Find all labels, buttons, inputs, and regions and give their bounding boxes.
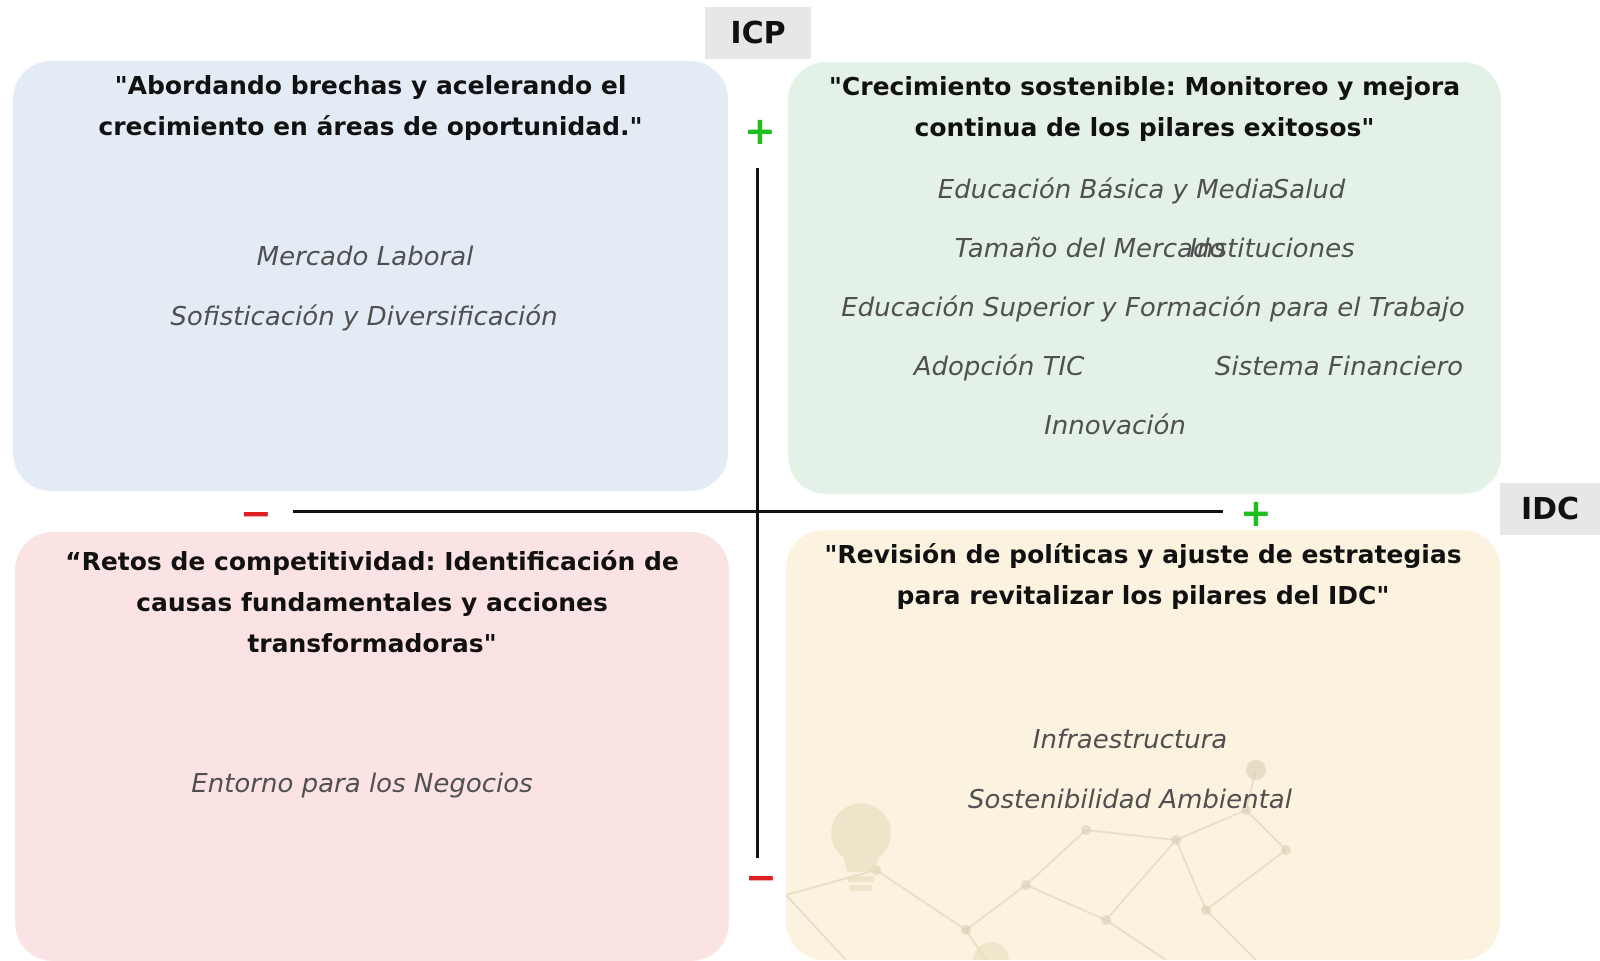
pillar-educacion-basica-media: Educación Básica y Media — [937, 175, 1275, 205]
vertical-axis-label: ICP — [705, 7, 811, 59]
quadrant-top-right: "Crecimiento sostenible: Monitoreo y mej… — [788, 62, 1501, 494]
pillar-adopcion-tic: Adopción TIC — [913, 352, 1085, 382]
quadrant-bottom-left: “Retos de competitividad: Identificación… — [15, 532, 729, 961]
lightbulb-network-icon — [786, 760, 1291, 960]
horizontal-axis-minus-sign: − — [240, 491, 272, 535]
horizontal-axis-plus-sign: + — [1240, 491, 1272, 535]
pillar-entorno-negocios: Entorno para los Negocios — [191, 769, 533, 799]
pillar-tamano-mercado: Tamaño del Mercado — [954, 234, 1226, 264]
vertical-axis-line — [756, 168, 759, 858]
quadrant-bottom-right: "Revisión de políticas y ajuste de estra… — [786, 530, 1500, 960]
pillar-salud: Salud — [1272, 175, 1346, 205]
horizontal-axis-line — [293, 510, 1223, 513]
quadrant-bottom-left-title: “Retos de competitividad: Identificación… — [65, 547, 679, 658]
pillar-sistema-financiero: Sistema Financiero — [1214, 352, 1464, 382]
pillar-sostenibilidad-ambiental: Sostenibilidad Ambiental — [968, 785, 1292, 815]
vertical-axis-minus-sign: − — [745, 855, 777, 899]
pillar-sofisticacion-diversificacion: Sofisticación y Diversificación — [170, 302, 558, 332]
pillar-innovacion: Innovación — [1044, 411, 1186, 441]
quadrant-top-left-title: "Abordando brechas y acelerando el creci… — [98, 71, 643, 141]
quadrant-top-right-title: "Crecimiento sostenible: Monitoreo y mej… — [828, 72, 1461, 142]
horizontal-axis-label: IDC — [1500, 483, 1600, 535]
pillar-mercado-laboral: Mercado Laboral — [256, 242, 474, 272]
pillar-educacion-superior: Educación Superior y Formación para el T… — [841, 293, 1465, 323]
pillar-instituciones: Instituciones — [1189, 234, 1355, 264]
quadrant-bottom-right-title: "Revisión de políticas y ajuste de estra… — [824, 540, 1462, 610]
pillar-infraestructura: Infraestructura — [1032, 725, 1228, 755]
vertical-axis-plus-sign: + — [744, 109, 776, 153]
quadrant-top-left: "Abordando brechas y acelerando el creci… — [13, 61, 728, 491]
